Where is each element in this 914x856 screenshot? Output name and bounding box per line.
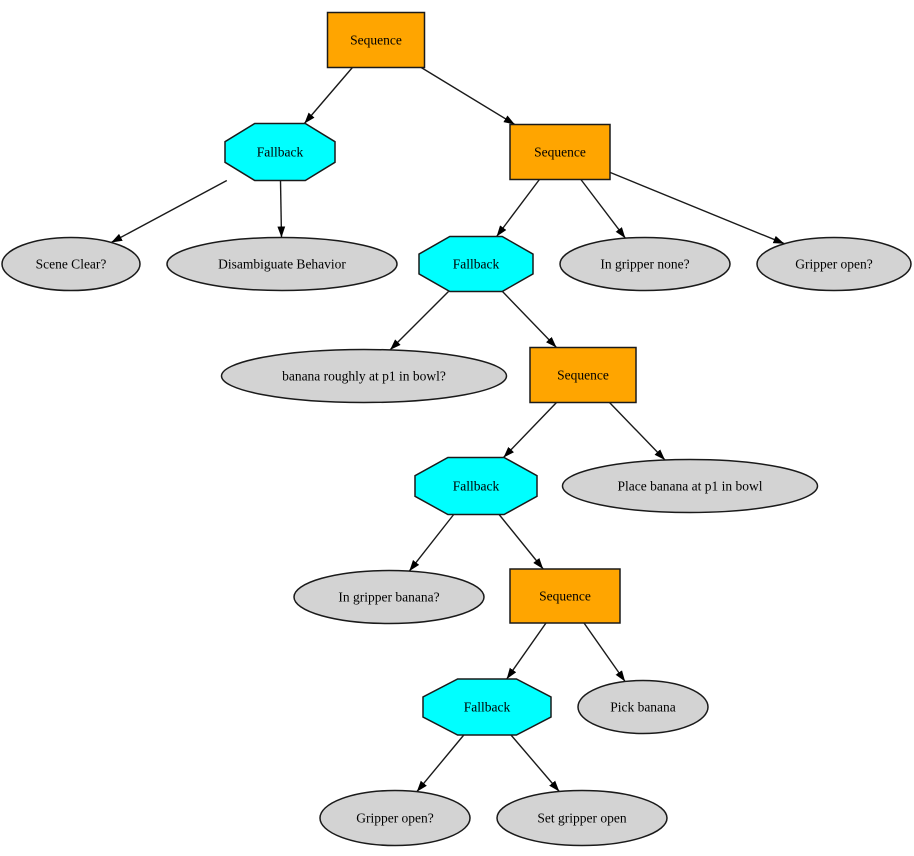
edge-fallback_2-to-banana_roughly_at_p1 bbox=[389, 291, 449, 351]
leaf-ellipse-shape bbox=[293, 569, 485, 625]
node-label: Fallback bbox=[453, 256, 500, 271]
fallback-octagon-shape bbox=[422, 678, 552, 736]
node-label: banana roughly at p1 in bowl? bbox=[282, 368, 446, 383]
leaf-ellipse-shape bbox=[559, 236, 731, 292]
leaf-ellipse-shape bbox=[319, 789, 471, 847]
edges-layer bbox=[110, 66, 785, 793]
node-label: In gripper none? bbox=[600, 256, 689, 271]
node-label: Gripper open? bbox=[356, 810, 434, 825]
node-fallback_4: Fallback bbox=[422, 678, 552, 736]
node-label: Pick banana bbox=[610, 699, 676, 714]
node-scene_clear: Scene Clear? bbox=[1, 236, 141, 292]
edge-fallback_3-to-in_gripper_banana bbox=[408, 514, 455, 572]
edge-root_sequence-to-fallback_1 bbox=[303, 67, 353, 124]
node-sequence_2: Sequence bbox=[509, 123, 611, 181]
node-gripper_open_check_2: Gripper open? bbox=[319, 789, 471, 847]
fallback-octagon-shape bbox=[418, 235, 534, 293]
node-root_sequence: Sequence bbox=[326, 11, 426, 69]
edge-fallback_4-to-gripper_open_check_2 bbox=[416, 734, 465, 793]
node-label: Sequence bbox=[539, 588, 591, 603]
node-place_banana: Place banana at p1 in bowl bbox=[561, 458, 819, 514]
leaf-ellipse-shape bbox=[1, 236, 141, 292]
edge-fallback_4-to-set_gripper_open bbox=[510, 734, 560, 792]
edge-sequence_2-to-gripper_open_check_1 bbox=[609, 171, 785, 245]
node-fallback_2: Fallback bbox=[418, 235, 534, 293]
leaf-ellipse-shape bbox=[496, 789, 668, 847]
node-label: Sequence bbox=[557, 367, 609, 382]
node-label: Fallback bbox=[464, 699, 511, 714]
edge-fallback_3-to-sequence_4 bbox=[498, 514, 544, 570]
sequence-box-shape bbox=[509, 123, 611, 181]
node-label: Place banana at p1 in bowl bbox=[617, 478, 762, 493]
node-label: Disambiguate Behavior bbox=[218, 256, 346, 271]
sequence-box-shape bbox=[326, 11, 426, 69]
node-sequence_4: Sequence bbox=[509, 568, 621, 624]
node-label: Fallback bbox=[453, 478, 500, 493]
node-banana_roughly_at_p1: banana roughly at p1 in bowl? bbox=[220, 348, 508, 404]
node-in_gripper_none: In gripper none? bbox=[559, 236, 731, 292]
leaf-ellipse-shape bbox=[577, 679, 709, 735]
edge-root_sequence-to-sequence_2 bbox=[420, 66, 516, 126]
node-label: Gripper open? bbox=[795, 256, 873, 271]
edge-fallback_1-to-scene_clear bbox=[110, 179, 228, 244]
node-sequence_3: Sequence bbox=[529, 346, 637, 404]
edge-sequence_3-to-fallback_3 bbox=[502, 402, 558, 458]
leaf-ellipse-shape bbox=[166, 236, 398, 292]
edge-fallback_2-to-sequence_3 bbox=[501, 291, 558, 348]
node-label: Sequence bbox=[534, 144, 586, 159]
node-label: Scene Clear? bbox=[36, 256, 107, 271]
node-pick_banana: Pick banana bbox=[577, 679, 709, 735]
leaf-ellipse-shape bbox=[561, 458, 819, 514]
edge-sequence_4-to-pick_banana bbox=[583, 622, 626, 682]
edge-sequence_4-to-fallback_4 bbox=[506, 622, 547, 680]
edge-sequence_3-to-place_banana bbox=[608, 402, 666, 461]
edge-fallback_1-to-disambiguate_behavior bbox=[277, 180, 286, 238]
node-fallback_1: Fallback bbox=[224, 122, 336, 182]
edge-sequence_2-to-in_gripper_none bbox=[580, 179, 626, 239]
node-label: Set gripper open bbox=[537, 810, 626, 825]
node-fallback_3: Fallback bbox=[414, 456, 538, 516]
node-label: Sequence bbox=[350, 32, 402, 47]
node-disambiguate_behavior: Disambiguate Behavior bbox=[166, 236, 398, 292]
sequence-box-shape bbox=[509, 568, 621, 624]
leaf-ellipse-shape bbox=[220, 348, 508, 404]
sequence-box-shape bbox=[529, 346, 637, 404]
node-gripper_open_check_1: Gripper open? bbox=[756, 236, 912, 292]
node-label: In gripper banana? bbox=[338, 589, 439, 604]
node-in_gripper_banana: In gripper banana? bbox=[293, 569, 485, 625]
node-label: Fallback bbox=[257, 144, 304, 159]
fallback-octagon-shape bbox=[224, 122, 336, 182]
leaf-ellipse-shape bbox=[756, 236, 912, 292]
node-set_gripper_open: Set gripper open bbox=[496, 789, 668, 847]
edge-sequence_2-to-fallback_2 bbox=[496, 179, 540, 237]
fallback-octagon-shape bbox=[414, 456, 538, 516]
